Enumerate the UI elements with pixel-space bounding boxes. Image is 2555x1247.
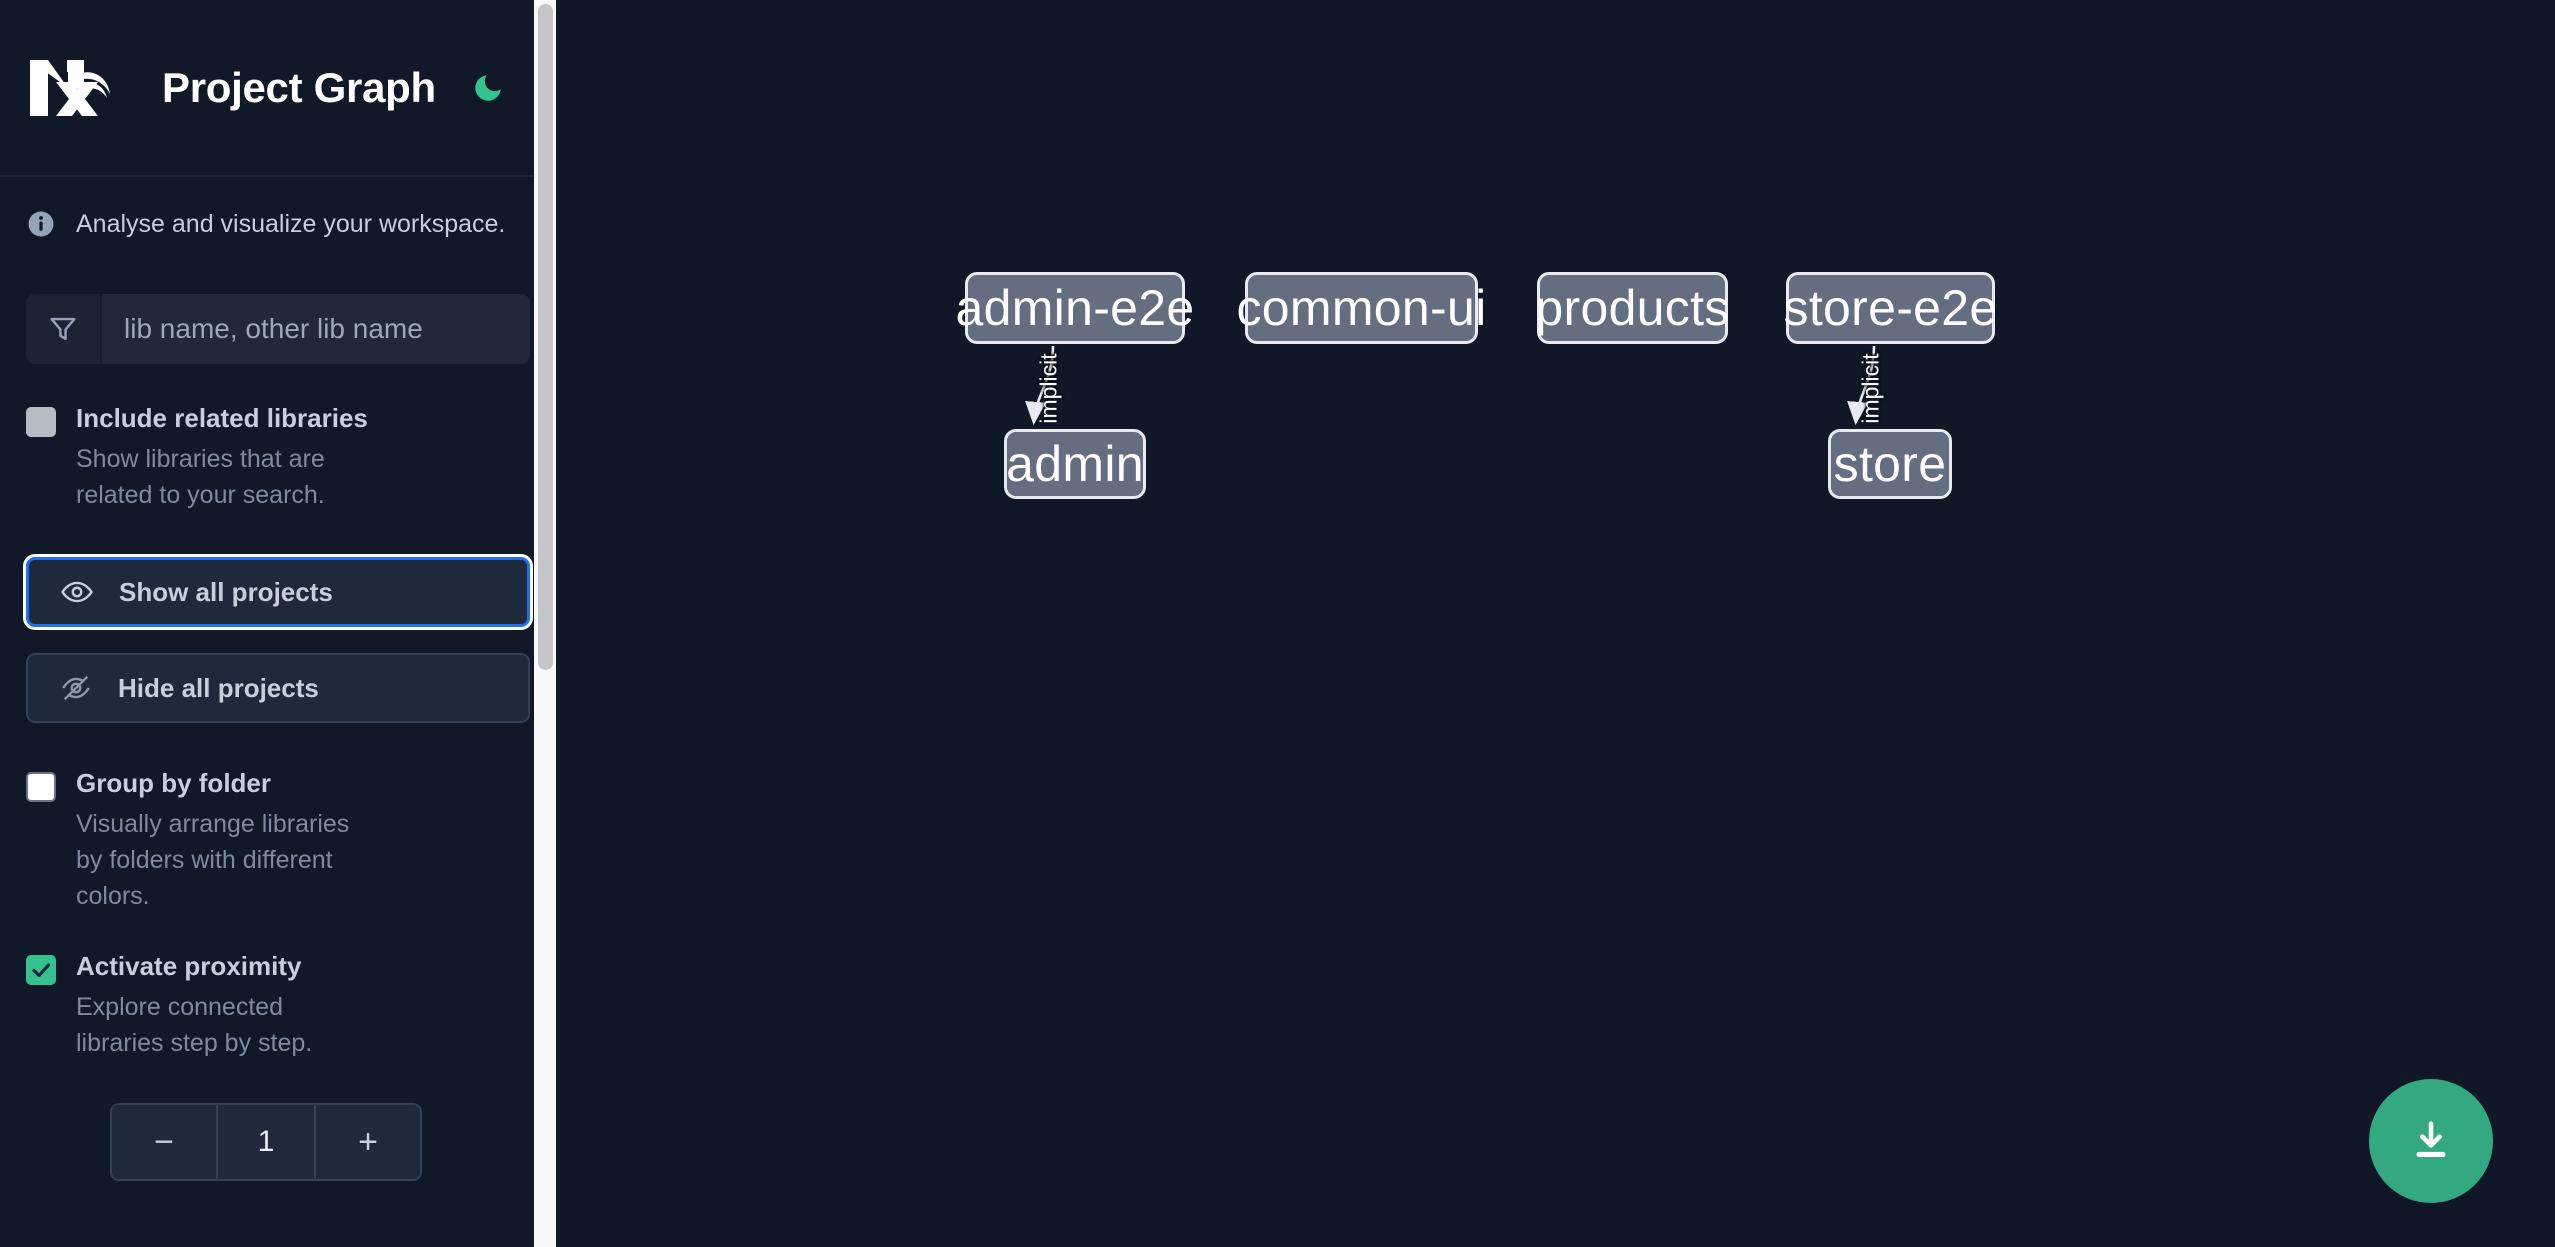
sidebar: Project Graph Analyse and visualize your…: [0, 0, 568, 1247]
sidebar-scrollbar[interactable]: [534, 0, 568, 1247]
search-input[interactable]: [102, 294, 530, 364]
graph-node-admin[interactable]: admin: [1004, 429, 1146, 499]
graph-edges: [1025, 345, 1876, 426]
proximity-decrement-button[interactable]: −: [112, 1105, 216, 1180]
option-group-by-folder[interactable]: Group by folder Visually arrange librari…: [26, 767, 530, 914]
show-all-projects-label: Show all projects: [119, 576, 333, 607]
app-title: Project Graph: [162, 63, 436, 111]
eye-icon: [57, 572, 97, 612]
graph-node-products[interactable]: products: [1535, 272, 1729, 344]
graph-node-admin-e2e[interactable]: admin-e2e: [956, 272, 1194, 344]
filter-field[interactable]: [26, 294, 530, 364]
workspace-info: Analyse and visualize your workspace.: [0, 177, 556, 239]
eye-off-icon: [56, 668, 96, 708]
activate-proximity-label: Activate proximity: [76, 951, 302, 982]
show-all-projects-button[interactable]: Show all projects: [26, 557, 530, 627]
download-icon: [2416, 1121, 2446, 1158]
download-graph-button[interactable]: [2369, 1079, 2493, 1203]
proximity-stepper-wrap: − 1 +: [26, 1103, 530, 1182]
graph-canvas[interactable]: implicit implicit admin-e2e common-ui pr…: [556, 0, 2555, 1247]
hide-all-projects-wrap: Hide all projects: [26, 653, 530, 723]
graph-node-store[interactable]: store: [1828, 429, 1952, 499]
proximity-stepper[interactable]: − 1 +: [110, 1103, 422, 1182]
workspace-info-text: Analyse and visualize your workspace.: [76, 209, 506, 238]
group-by-folder-label: Group by folder: [76, 768, 271, 798]
hide-all-projects-label: Hide all projects: [118, 672, 319, 703]
option-include-related-libraries[interactable]: Include related libraries Show libraries…: [26, 402, 530, 513]
info-icon: [26, 209, 56, 239]
group-by-folder-checkbox[interactable]: [26, 772, 56, 802]
nx-logo-icon: [26, 52, 126, 124]
sidebar-scrollbar-thumb[interactable]: [538, 4, 553, 670]
activate-proximity-checkbox[interactable]: [26, 955, 56, 986]
proximity-value: 1: [216, 1105, 316, 1180]
proximity-increment-button[interactable]: +: [316, 1105, 420, 1180]
sidebar-header: Project Graph: [0, 0, 556, 177]
moon-icon[interactable]: [466, 66, 510, 110]
include-related-libraries-description: Show libraries that are related to your …: [76, 444, 325, 509]
option-activate-proximity[interactable]: Activate proximity Explore connected lib…: [26, 950, 530, 1061]
hide-all-projects-button[interactable]: Hide all projects: [26, 653, 530, 723]
edge-label-store: implicit: [1857, 353, 1884, 424]
graph-node-store-e2e[interactable]: store-e2e: [1784, 272, 1997, 344]
activate-proximity-description: Explore connected libraries step by step…: [76, 992, 313, 1057]
graph-node-common-ui[interactable]: common-ui: [1237, 272, 1486, 344]
funnel-icon[interactable]: [26, 294, 102, 364]
edge-label-admin: implicit: [1035, 353, 1062, 424]
include-related-libraries-checkbox[interactable]: [26, 407, 56, 437]
include-related-libraries-label: Include related libraries: [76, 403, 368, 433]
group-by-folder-description: Visually arrange libraries by folders wi…: [76, 809, 350, 911]
show-all-projects-wrap: Show all projects: [26, 557, 530, 627]
